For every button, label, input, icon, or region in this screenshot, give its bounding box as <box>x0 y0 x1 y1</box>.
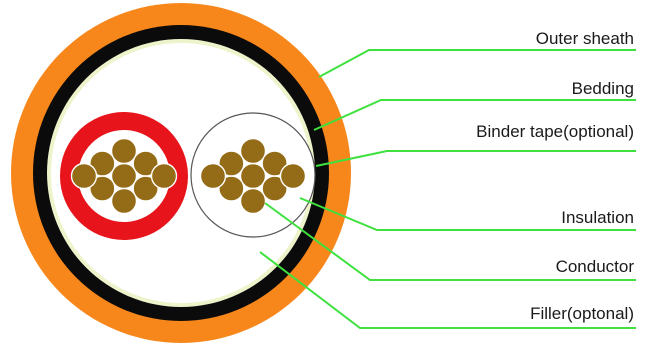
right-core-conductor <box>199 137 307 215</box>
left-core-conductor <box>70 137 178 215</box>
label-bedding: Bedding <box>572 79 634 98</box>
right-conductor-strand <box>239 187 267 215</box>
filler-leader-line <box>259 251 636 329</box>
right-conductor-strand <box>279 162 307 190</box>
right-conductor-strand <box>218 150 245 177</box>
right-conductor-strand <box>239 162 267 190</box>
left-conductor-strand <box>132 150 159 177</box>
left-conductor-strand <box>150 162 178 190</box>
outer-sheath-leader-line <box>318 49 636 78</box>
label-outer-sheath: Outer sheath <box>536 29 634 48</box>
right-conductor-strand <box>261 150 288 177</box>
label-filler: Filler(optonal) <box>530 304 634 323</box>
left-conductor-strand <box>110 162 138 190</box>
conductor-leader-line <box>264 202 636 281</box>
left-conductor-strand <box>70 162 98 190</box>
label-insulation: Insulation <box>561 208 634 227</box>
left-conductor-strand <box>110 187 138 215</box>
label-conductor: Conductor <box>556 257 635 276</box>
binder-tape-leader-line <box>315 150 636 167</box>
insulation-leader-line <box>299 197 636 231</box>
right-conductor-strand <box>199 162 227 190</box>
label-binder-tape: Binder tape(optional) <box>476 122 634 141</box>
left-conductor-strand <box>89 150 116 177</box>
left-conductor-strand <box>110 137 138 165</box>
bedding-leader-line <box>313 99 636 131</box>
right-conductor-strand <box>239 137 267 165</box>
